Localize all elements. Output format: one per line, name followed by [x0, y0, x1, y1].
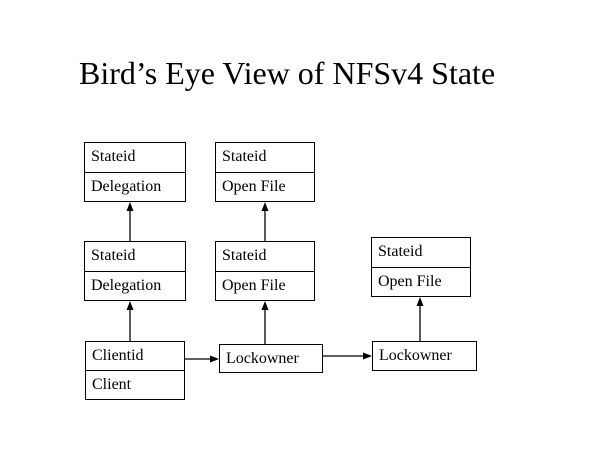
lockowner-label: Lockowner: [379, 347, 452, 364]
stateid-label: Stateid: [91, 148, 136, 166]
arrow-lockowner-right-to-openfile: [416, 297, 424, 341]
open-file-label: Open File: [216, 171, 314, 202]
lockowner-label: Lockowner: [226, 349, 299, 367]
arrow-lockowner-middle-to-openfile: [261, 301, 269, 344]
box-client: Clientid Client: [85, 341, 185, 400]
box-delegation-state-lower: Stateid Delegation: [84, 241, 186, 301]
stateid-label: Stateid: [222, 247, 267, 265]
box-open-file-state-lower: Stateid Open File: [215, 241, 315, 301]
clientid-label: Clientid: [92, 347, 144, 364]
delegation-label: Delegation: [85, 171, 185, 202]
arrow-openfile-lower-to-upper: [261, 202, 269, 241]
slide-title: Bird’s Eye View of NFSv4 State: [79, 55, 496, 91]
stateid-label: Stateid: [222, 148, 267, 166]
open-file-label: Open File: [372, 266, 470, 297]
box-delegation-state-upper: Stateid Delegation: [84, 142, 186, 202]
delegation-label: Delegation: [85, 270, 185, 301]
stateid-label: Stateid: [378, 243, 423, 261]
arrow-lockowner-middle-to-right: [323, 352, 372, 360]
open-file-label: Open File: [216, 270, 314, 301]
box-open-file-state-upper: Stateid Open File: [215, 142, 315, 202]
stateid-label: Stateid: [91, 247, 136, 265]
arrow-delegation-lower-to-upper: [126, 202, 134, 241]
arrow-client-to-lockowner: [185, 355, 219, 363]
client-label: Client: [86, 370, 184, 399]
box-lockowner-middle: Lockowner: [219, 344, 323, 373]
box-lockowner-right: Lockowner: [372, 341, 477, 371]
box-open-file-state-right: Stateid Open File: [371, 237, 471, 297]
arrow-client-to-delegation: [126, 301, 134, 341]
